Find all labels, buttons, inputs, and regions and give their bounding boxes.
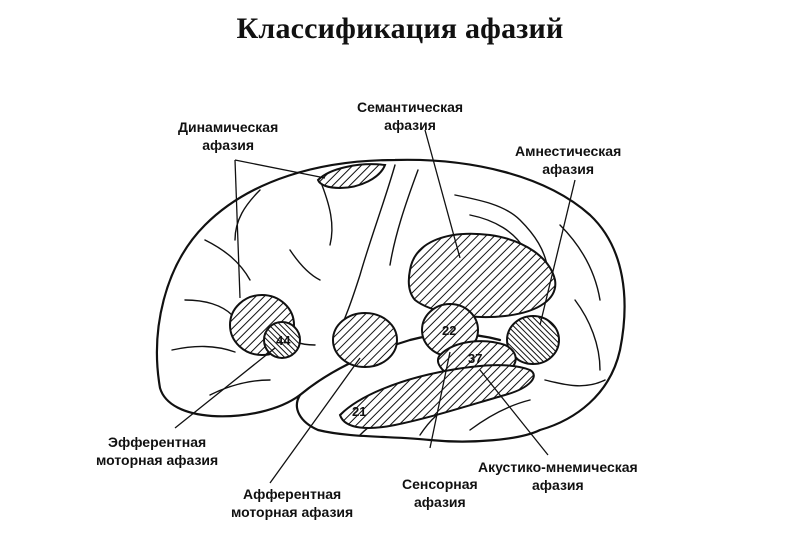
gyri-lines [171, 164, 606, 436]
area-afferent-motor [332, 312, 398, 368]
area-number-44: 44 [276, 333, 291, 348]
area-semantic-aphasia [407, 232, 557, 319]
label-acoustic-line2: афазия [531, 477, 584, 493]
label-sensory-line1: Сенсорная [402, 476, 478, 492]
label-amnestic-line1: Амнестическая [515, 143, 622, 159]
label-afferent-line2: моторная афазия [231, 504, 354, 520]
area-dynamic-aphasia [316, 163, 387, 190]
area-number-37: 37 [468, 351, 482, 366]
label-sensory-line2: афазия [413, 494, 466, 510]
area-number-21: 21 [352, 404, 366, 419]
area-number-22: 22 [442, 323, 456, 338]
label-acoustic-line1: Акустико-мнемическая [478, 459, 638, 475]
label-afferent-motor-aphasia: Афферентная моторная афазия [231, 485, 353, 521]
label-dynamic-line2: афазия [202, 137, 254, 153]
label-efferent-line1: Эфферентная [108, 434, 207, 450]
diagram-title: Классификация афазий [236, 12, 564, 45]
label-amnestic-line2: афазия [542, 161, 594, 177]
label-acoustic-mnemic-aphasia: Акустико-мнемическая афазия [478, 458, 638, 494]
area-21 [338, 364, 535, 429]
leader-lines [174, 129, 576, 484]
label-amnestic-aphasia: Амнестическая афазия [515, 142, 621, 178]
label-semantic-aphasia: Семантическая афазия [357, 98, 463, 134]
label-dynamic-aphasia: Динамическая афазия [178, 118, 278, 154]
label-dynamic-line1: Динамическая [178, 119, 279, 135]
label-semantic-line1: Семантическая [357, 99, 464, 115]
label-sensory-aphasia: Сенсорная афазия [402, 475, 478, 511]
label-afferent-line1: Афферентная [242, 486, 342, 502]
label-efferent-motor-aphasia: Эфферентная моторная афазия [96, 433, 218, 469]
label-semantic-line2: афазия [384, 117, 436, 133]
label-efferent-line2: моторная афазия [96, 452, 219, 468]
area-amnestic [506, 315, 560, 365]
